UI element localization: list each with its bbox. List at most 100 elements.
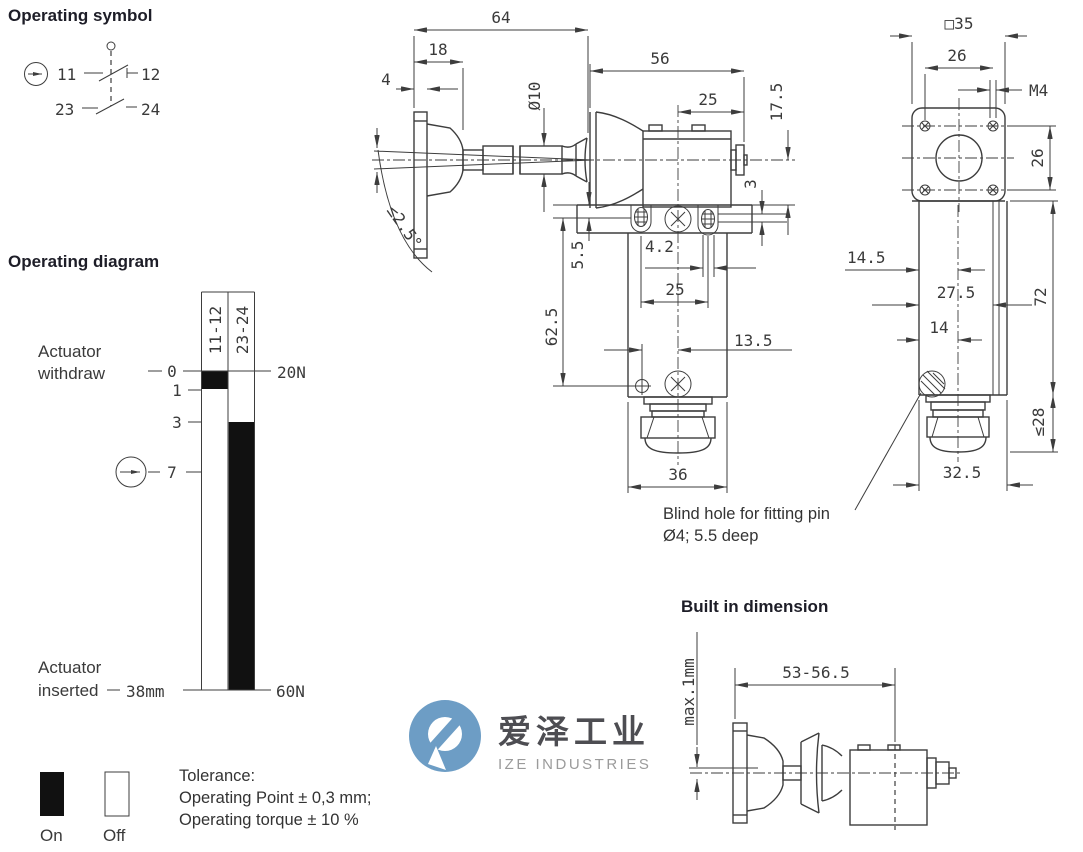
plunger-icon	[106, 41, 116, 51]
column-header-11-12: 11-12	[206, 306, 225, 354]
svg-text:36: 36	[668, 465, 687, 484]
dim-56: 56	[589, 49, 745, 142]
operating-diagram-title: Operating diagram	[8, 252, 160, 271]
operating-symbol-title: Operating symbol	[8, 6, 153, 25]
dim-36: 36	[627, 402, 728, 493]
actuator-disc	[575, 137, 588, 183]
travel-mark-1: 1	[172, 381, 182, 400]
contact-no-bar	[95, 98, 125, 115]
slot-screw-left	[634, 207, 648, 227]
built-in-body	[849, 744, 957, 830]
terminal-11: 11	[57, 65, 76, 84]
ize-logo-icon	[409, 700, 481, 772]
column-header-23-24: 23-24	[233, 306, 252, 354]
side-flange	[911, 107, 1006, 202]
dim-le28: ≤28	[1010, 395, 1058, 453]
operating-diagram-chart: 11-12 23-24 0 20N 1 3 7 38mm 60N Actuato…	[37, 291, 306, 701]
cable-gland-side	[925, 394, 991, 453]
legend-off-swatch	[104, 771, 130, 817]
blind-hole-note-line2: Ø4; 5.5 deep	[663, 527, 759, 545]
watermark-english-text: IZE INDUSTRIES	[498, 756, 652, 773]
dim-5-5: 5.5	[568, 182, 592, 270]
svg-text:□35: □35	[945, 14, 974, 33]
cover-screw-top	[664, 205, 692, 233]
dim-4: 4	[381, 70, 458, 92]
dim-sq35: □35	[890, 14, 1027, 104]
svg-text:26: 26	[1028, 148, 1047, 167]
svg-text:62.5: 62.5	[542, 308, 561, 347]
tolerance-line1: Tolerance:	[179, 767, 256, 785]
dim-13-5: 13.5	[604, 331, 792, 380]
svg-text:25: 25	[698, 90, 717, 109]
contact-nc-bar	[98, 64, 129, 82]
dim-26-side: 26	[1008, 125, 1056, 191]
terminal-24: 24	[141, 100, 160, 119]
legend-off-label: Off	[103, 826, 126, 845]
mounting-plate	[576, 204, 753, 236]
side-view: □35 26 M4 26 14.5	[845, 14, 1058, 511]
terminal-23: 23	[55, 100, 74, 119]
label-actuator-withdraw-2: withdraw	[37, 364, 106, 383]
svg-text:25: 25	[665, 280, 684, 299]
tolerance-note: Tolerance: Operating Point ± 0,3 mm; Ope…	[179, 765, 371, 831]
on-segment-23-24	[228, 422, 254, 690]
plunger-boot	[589, 111, 644, 209]
label-actuator-inserted-1: Actuator	[38, 658, 102, 677]
on-segment-11-12	[202, 371, 228, 389]
tolerance-line3: Operating torque ± 10 %	[179, 811, 359, 829]
svg-text:26: 26	[947, 46, 966, 65]
svg-text:17.5: 17.5	[767, 83, 786, 122]
dim-27-5: 27.5	[872, 283, 1032, 308]
dim-26-top: 26	[924, 46, 993, 120]
force-60n: 60N	[276, 682, 305, 701]
svg-text:27.5: 27.5	[937, 283, 976, 302]
svg-text:32.5: 32.5	[943, 463, 982, 482]
svg-text:Ø10: Ø10	[525, 82, 544, 111]
dim-64: 64	[413, 8, 589, 133]
svg-text:18: 18	[428, 40, 447, 59]
svg-text:14.5: 14.5	[847, 248, 886, 267]
legend-on-swatch	[40, 772, 64, 816]
tolerance-line2: Operating Point ± 0,3 mm;	[179, 789, 372, 807]
dim-3: 3	[741, 179, 765, 246]
dim-m4: M4	[958, 80, 1048, 118]
operating-symbol-diagram: 11 12 23 24	[24, 41, 160, 119]
slot-left	[630, 205, 652, 233]
svg-text:56: 56	[650, 49, 669, 68]
dim-14: 14	[897, 318, 982, 343]
travel-mark-7: 7	[167, 463, 177, 482]
label-actuator-withdraw-1: Actuator	[38, 342, 102, 361]
svg-text:13.5: 13.5	[734, 331, 773, 350]
terminal-12: 12	[141, 65, 160, 84]
label-actuator-inserted-2: inserted	[38, 681, 98, 700]
actuator-direction-icon	[24, 62, 48, 86]
dim-angle: ≤2.5°	[374, 128, 433, 273]
travel-mark-3: 3	[172, 413, 182, 432]
travel-mark-0: 0	[167, 362, 177, 381]
svg-text:5.5: 5.5	[568, 241, 587, 270]
actuator-rod	[462, 137, 588, 183]
travel-mark-38: 38mm	[126, 682, 165, 701]
dim-dia10: Ø10	[525, 82, 547, 212]
built-in-actuator	[732, 722, 843, 824]
watermark-chinese-text: 爱泽工业	[498, 712, 650, 751]
svg-text:≤2.5°: ≤2.5°	[383, 202, 426, 252]
dim-max1: max.1mm	[679, 632, 700, 800]
svg-text:53-56.5: 53-56.5	[782, 663, 849, 682]
cable-gland-front	[640, 396, 716, 454]
switch-head	[642, 124, 748, 208]
mounting-flange	[413, 111, 428, 259]
svg-text:≤28: ≤28	[1029, 408, 1048, 437]
svg-text:3: 3	[741, 179, 760, 189]
dim-25-top: 25	[678, 90, 744, 115]
dim-32-5: 32.5	[893, 400, 1033, 491]
dim-72: 72	[1010, 200, 1058, 395]
svg-text:M4: M4	[1029, 81, 1048, 100]
svg-text:4.2: 4.2	[645, 237, 674, 256]
legend-on-label: On	[40, 826, 63, 845]
dim-17-5: 17.5	[752, 83, 795, 235]
built-in-title: Built in dimension	[681, 597, 829, 616]
dim-53-56-5: 53-56.5	[734, 663, 896, 742]
